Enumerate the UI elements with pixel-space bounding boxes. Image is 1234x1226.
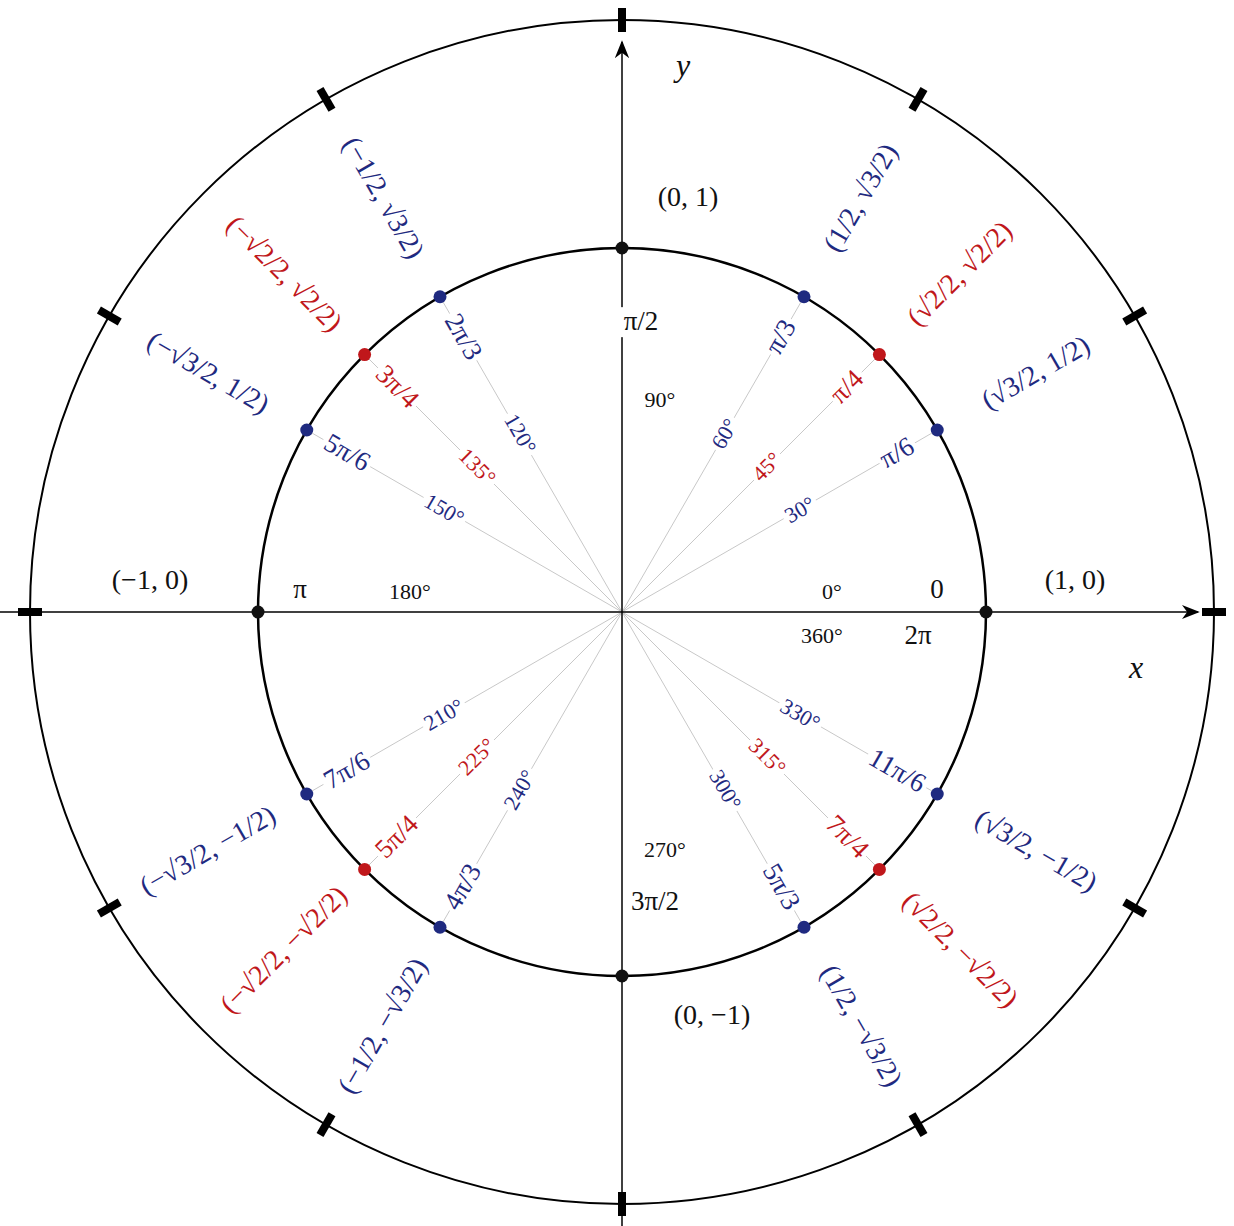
tick-mark	[618, 1192, 626, 1216]
degree-label: 0°	[819, 580, 845, 604]
radian-label: 7π/4	[817, 807, 876, 866]
degree-label: 225°	[452, 731, 503, 782]
y-axis	[621, 42, 623, 1226]
radian-label: 11π/6	[861, 741, 934, 800]
tick-mark	[320, 89, 332, 110]
degree-label: 300°	[702, 763, 747, 817]
coordinate-label: (1, 0)	[1042, 565, 1109, 596]
tick-mark	[618, 8, 626, 32]
coordinate-label: (1/2, −√3/2)	[812, 957, 909, 1095]
radian-label: 5π/4	[367, 807, 426, 866]
coordinate-label: (0, −1)	[671, 1000, 753, 1031]
degree-label: 45°	[745, 445, 788, 488]
circle-point	[798, 921, 811, 934]
degree-label: 360°	[798, 624, 846, 648]
coordinate-label: (0, 1)	[655, 182, 722, 213]
circle-point	[980, 606, 993, 619]
degree-label: 180°	[386, 580, 434, 604]
degree-label: 90°	[642, 388, 679, 412]
degree-label: 120°	[497, 408, 542, 462]
degree-label: 315°	[741, 731, 792, 782]
radian-label: π/4	[822, 362, 872, 412]
coordinate-label: (√2/2, √2/2)	[899, 213, 1020, 334]
degree-label: 150°	[418, 487, 472, 532]
angle-ray	[622, 355, 879, 612]
coordinate-label: (−1/2, −√3/2)	[330, 950, 435, 1101]
circle-point	[358, 863, 371, 876]
degree-label: 210°	[418, 692, 472, 737]
coordinate-label: (1/2, √3/2)	[816, 136, 905, 260]
tick-mark	[18, 608, 42, 616]
circle-point	[616, 970, 629, 983]
degree-label: 60°	[705, 412, 744, 456]
angle-ray	[365, 355, 622, 612]
circle-point	[873, 348, 886, 361]
radian-label: π	[290, 575, 310, 605]
coordinate-label: (√2/2, −√2/2)	[894, 884, 1027, 1017]
radian-label: π/2	[621, 307, 662, 337]
tick-mark	[1124, 902, 1145, 914]
circle-point	[300, 788, 313, 801]
radian-label: 7π/6	[316, 745, 378, 798]
circle-point	[434, 290, 447, 303]
coordinate-label: (−1/2, √3/2)	[334, 129, 431, 267]
circle-point	[252, 606, 265, 619]
circle-point	[931, 788, 944, 801]
degree-label: 30°	[778, 490, 822, 529]
circle-point	[358, 348, 371, 361]
degree-label: 330°	[773, 692, 827, 737]
radian-label: 3π/4	[367, 357, 426, 416]
circle-point	[798, 290, 811, 303]
circle-point	[300, 424, 313, 437]
radian-label: 0	[927, 575, 947, 605]
radian-label: 5π/3	[755, 857, 808, 919]
coordinate-label: (−√2/2, √2/2)	[218, 208, 351, 341]
circle-point	[616, 242, 629, 255]
tick-mark	[1124, 310, 1145, 322]
radian-label: π/6	[872, 430, 922, 476]
angle-ray	[365, 612, 622, 869]
circle-point	[873, 863, 886, 876]
tick-mark	[912, 1114, 924, 1135]
coordinate-label: (√3/2, 1/2)	[974, 328, 1098, 417]
angle-ray	[622, 612, 879, 869]
radian-label: 4π/3	[437, 857, 490, 919]
radian-label: 2π	[901, 621, 934, 651]
tick-mark	[99, 902, 120, 914]
circle-point	[434, 921, 447, 934]
radian-label: 3π/2	[628, 887, 682, 917]
angle-ray	[622, 297, 804, 612]
axis-name: x	[1126, 650, 1146, 685]
degree-label: 270°	[641, 838, 689, 862]
coordinate-label: (−1, 0)	[109, 565, 191, 596]
radian-label: 2π/3	[437, 306, 490, 368]
degree-label: 135°	[452, 442, 503, 493]
coordinate-label: (√3/2, −1/2)	[967, 802, 1105, 899]
coordinate-label: (−√3/2, 1/2)	[139, 324, 277, 421]
radian-label: π/3	[758, 312, 804, 362]
tick-mark	[320, 1114, 332, 1135]
tick-mark	[912, 89, 924, 110]
radian-label: 5π/6	[316, 427, 378, 480]
coordinate-label: (−√3/2, −1/2)	[132, 798, 283, 903]
axis-name: y	[673, 48, 693, 83]
tick-mark	[99, 310, 120, 322]
x-axis	[0, 611, 1198, 613]
angle-ray	[622, 430, 937, 612]
tick-mark	[1202, 608, 1226, 616]
coordinate-label: (−√2/2, −√2/2)	[212, 878, 356, 1022]
degree-label: 240°	[497, 763, 542, 817]
circle-point	[931, 424, 944, 437]
